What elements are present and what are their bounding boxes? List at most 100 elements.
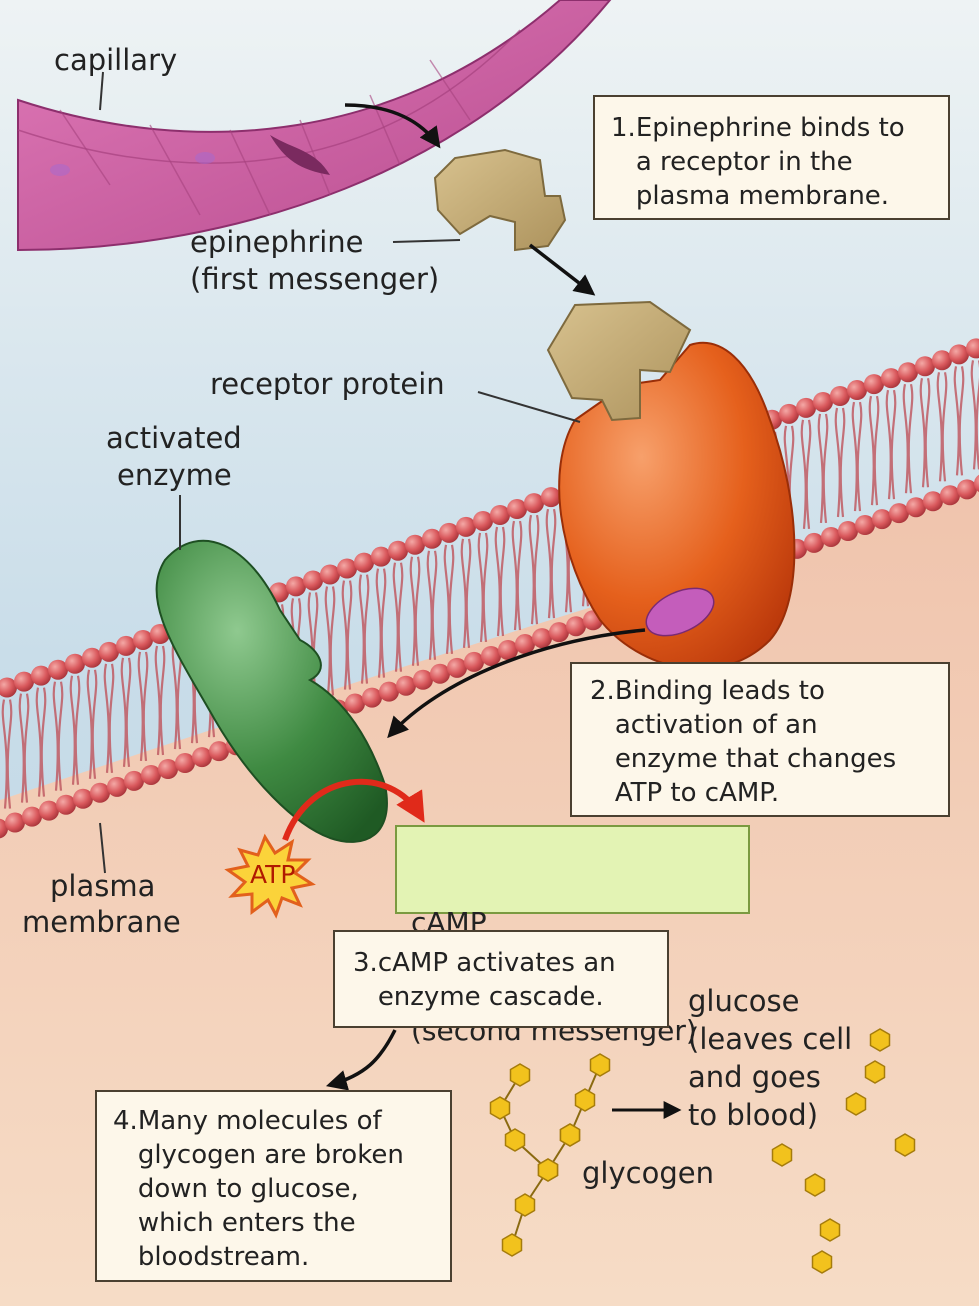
lipid-head [5,813,25,833]
lipid-head [507,499,527,519]
step-2-line: enzyme that changes [615,742,896,776]
step-4-line: bloodstream. [138,1240,404,1274]
step-2-line: Binding leads to [615,674,896,708]
lipid-head [915,356,935,376]
lipid-head [447,658,467,678]
glucose-label: glucose [688,983,799,1020]
atp-label: ATP [250,860,296,889]
glycogen-unit [503,1234,522,1256]
lipid-head [813,392,833,412]
lipid-head [490,505,510,525]
lipid-head [39,801,59,821]
glycogen-unit [561,1124,580,1146]
lipid-head [957,479,977,499]
step-4-line: Many molecules of [138,1104,404,1138]
lipid-head [872,509,892,529]
lipid-head [133,630,153,650]
lipid-head [549,622,569,642]
step-1-box: 1. Epinephrine binds to a receptor in th… [593,95,950,220]
lipid-head [107,777,127,797]
lipid-head [464,652,484,672]
activated-label: activated [106,420,242,457]
glucose-goes-label: and goes [688,1059,821,1096]
lipid-head [320,565,340,585]
lipid-head [388,541,408,561]
lipid-head [796,398,816,418]
lipid-head [116,636,136,656]
lipid-head [932,350,952,370]
lipid-head [362,688,382,708]
lipid-head [337,559,357,579]
lipid-head [473,511,493,531]
glucose-blood-label: to blood) [688,1097,818,1134]
lipid-head [898,362,918,382]
lipid-head [303,570,323,590]
lipid-head [209,741,229,761]
glucose-molecule [847,1093,866,1115]
lipid-head [481,646,501,666]
lipid-head [82,648,102,668]
lipid-head [838,521,858,541]
glucose-molecule [871,1029,890,1051]
lipid-head [124,771,144,791]
lipid-head [192,747,212,767]
step-1-number: 1. [611,111,636,213]
lipid-head [379,682,399,702]
glucose-molecule [896,1134,915,1156]
lipid-head [345,694,365,714]
lipid-head [158,759,178,779]
lipid-head [847,380,867,400]
glycogen-unit [506,1129,525,1151]
lipid-head [73,789,93,809]
step-2-line: activation of an [615,708,896,742]
lipid-head [99,642,119,662]
glycogen-unit [539,1159,558,1181]
step-2-box: 2. Binding leads to activation of an enz… [570,662,950,817]
step-1-line: plasma membrane. [636,179,905,213]
lipid-head [889,503,909,523]
lipid-head [371,547,391,567]
lipid-head [141,765,161,785]
lipid-head [821,527,841,547]
lipid-head [90,783,110,803]
step-4-number: 4. [113,1104,138,1274]
lipid-head [48,660,68,680]
lipid-head [396,676,416,696]
lipid-head [566,616,586,636]
lipid-head [65,654,85,674]
lipid-head [541,487,561,507]
lipid-head [923,491,943,511]
lipid-head [31,666,51,686]
glucose-molecule [773,1144,792,1166]
lipid-head [906,497,926,517]
lipid-head [430,664,450,684]
step-3-number: 3. [353,946,378,1014]
lipid-head [779,404,799,424]
glucose-leaves-label: (leaves cell [688,1021,852,1058]
lipid-head [286,576,306,596]
camp-box: cAMP (second messenger) [395,825,750,914]
step-3-line: cAMP activates an [378,946,616,980]
lipid-head [532,628,552,648]
capillary-label: capillary [54,42,177,79]
glucose-molecule [866,1061,885,1083]
lipid-head [439,523,459,543]
membrane-label: membrane [22,904,181,941]
lipid-head [22,807,42,827]
step-1-line: a receptor in the [636,145,905,179]
lipid-head [413,670,433,690]
lipid-head [175,753,195,773]
lipid-head [405,535,425,555]
lipid-head [940,485,960,505]
glucose-molecule [821,1219,840,1241]
receptor-protein-label: receptor protein [210,366,445,403]
step-4-box: 4. Many molecules of glycogen are broken… [95,1090,452,1282]
glycogen-unit [516,1194,535,1216]
lipid-head [864,374,884,394]
glucose-molecule [813,1251,832,1273]
lipid-head [354,553,374,573]
lipid-head [14,672,34,692]
lipid-head [456,517,476,537]
step-2-line: ATP to cAMP. [615,776,896,810]
